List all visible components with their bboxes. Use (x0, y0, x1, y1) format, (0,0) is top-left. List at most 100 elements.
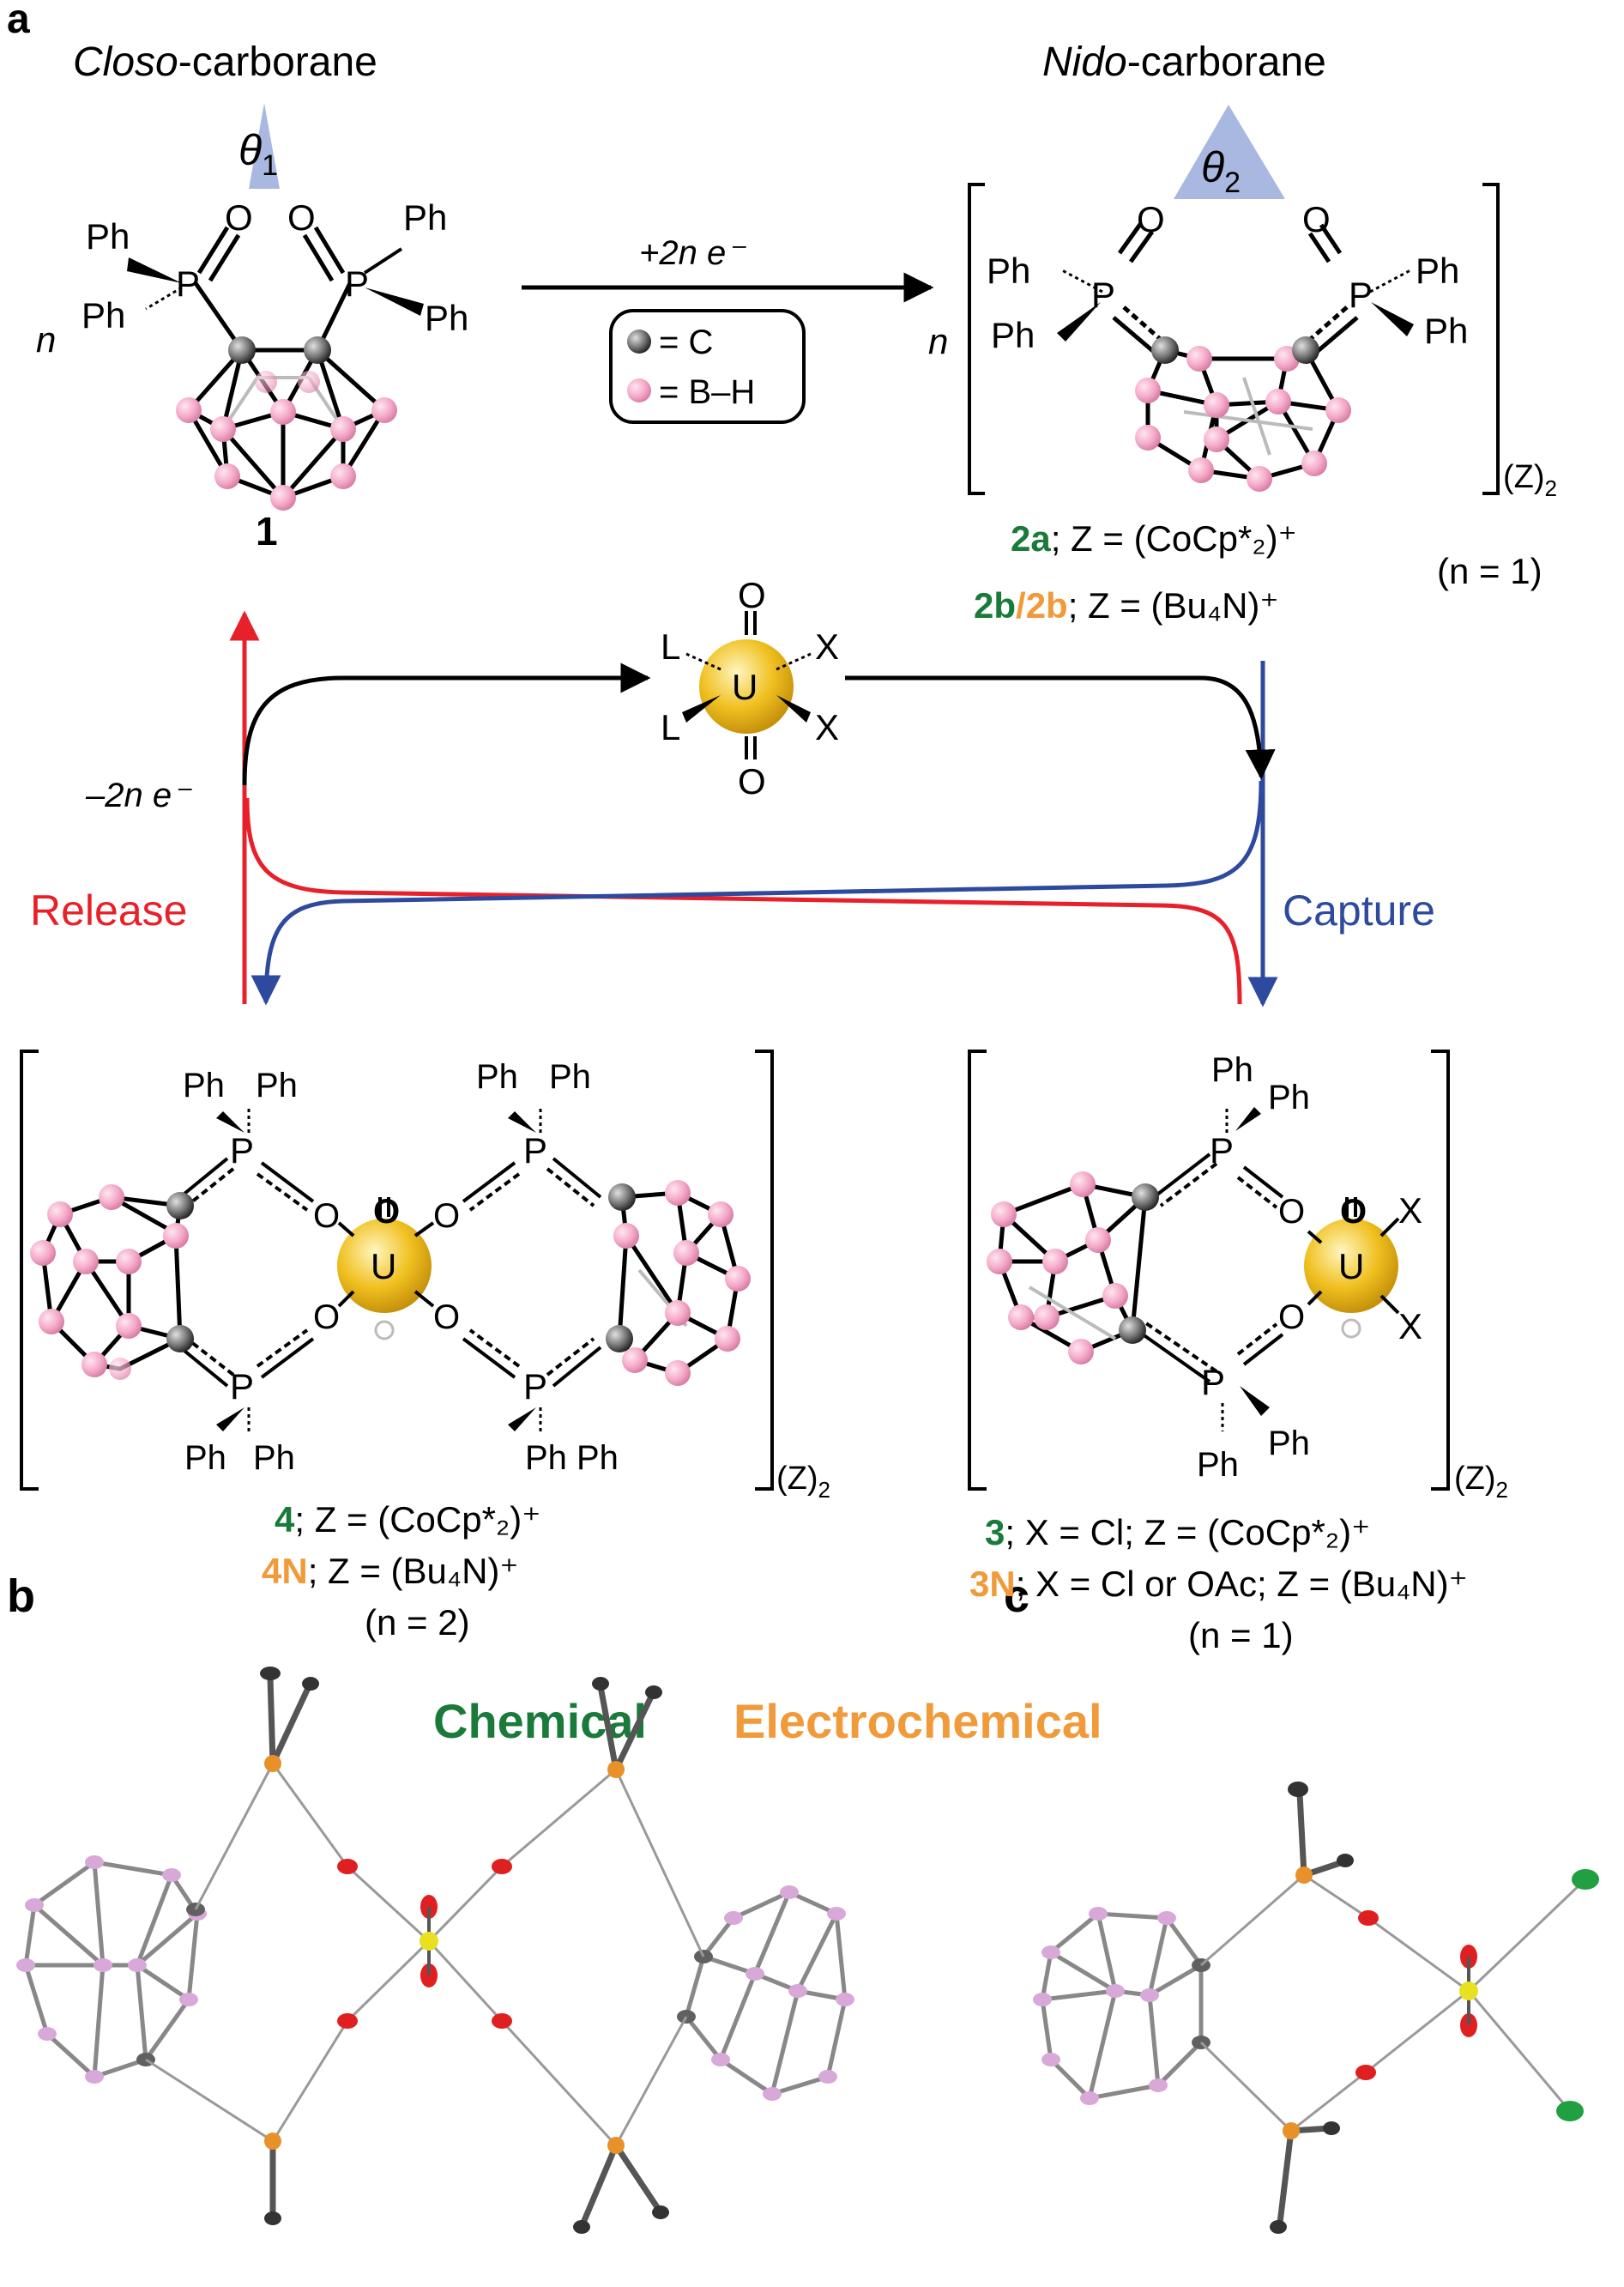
nido-ph-2: Ph (991, 315, 1035, 355)
nido-caption-n: (n = 1) (1437, 551, 1542, 591)
theta1-symbol: θ1 (238, 126, 278, 182)
legend-chemical: Chemical (433, 1694, 647, 1748)
complex4-p-4: P (523, 1366, 547, 1407)
complex4-ph-1: Ph (183, 1067, 225, 1104)
complex4-o-1: O (313, 1197, 340, 1235)
uranyl-o-bottom: O (738, 761, 766, 802)
nido-right-bracket (1482, 183, 1500, 495)
theta2-angle-marker (1174, 105, 1285, 199)
uranyl-to-capture-arrow (845, 675, 1276, 780)
nido-z2: (Z)2 (1503, 459, 1557, 501)
theta2-symbol: θ2 (1201, 143, 1241, 199)
complex4-o-4: O (433, 1298, 460, 1336)
complex4-ph-7: Ph (525, 1439, 567, 1477)
complex3-x-2: X (1398, 1306, 1422, 1346)
complex4-left-boron-atoms (30, 1184, 189, 1380)
complex4-p-1: P (230, 1130, 254, 1171)
complex4-right-carbon-2 (606, 1325, 633, 1352)
complex3-ph-4: Ph (1197, 1446, 1239, 1484)
legend-electrochemical: Electrochemical (734, 1694, 1102, 1748)
panel-b-crystal-structure (16, 1667, 854, 2234)
nido-o-2: O (1302, 199, 1331, 239)
nido-carbon-atom-2 (1292, 336, 1319, 364)
legend-boron-text: = B–H (659, 373, 755, 411)
nido-p-1: P (1091, 275, 1115, 315)
complex-3-structure: (Z)2 O U X X O O P P Ph Ph Ph (968, 1050, 1508, 1655)
nido-carbon-atom-1 (1151, 336, 1179, 364)
nido-ph-3: Ph (1416, 251, 1459, 291)
complex4-ph-6: Ph (253, 1439, 295, 1477)
closo-p-2: P (345, 263, 369, 304)
nido-o-1: O (1137, 199, 1165, 239)
nido-p-2: P (1349, 275, 1373, 315)
uranyl-x-top: X (815, 626, 839, 667)
complex3-caption-n: (n = 1) (1188, 1615, 1294, 1655)
panel-c-crystal-structure (1033, 1782, 1599, 2234)
complex4-ph-2: Ph (256, 1067, 298, 1104)
legend-carbon-swatch (627, 330, 651, 354)
complex4-right-boron-atoms (613, 1180, 751, 1386)
closo-o-1: O (225, 197, 253, 238)
closo-o-2: O (287, 197, 316, 238)
complex4-right-carbon-1 (608, 1183, 636, 1211)
complex4-left-bracket (20, 1050, 39, 1491)
closo-title: Closo-carborane (73, 39, 377, 85)
uranium-atom (699, 639, 794, 734)
closo-carbon-atom-1 (228, 336, 256, 364)
reduction-step: +2n e⁻ = C = B–H (522, 234, 934, 424)
complex3-uranyl-o: O (1340, 1193, 1367, 1231)
nido-caption-2a: 2a; Z = (CoCp*₂)⁺ (1011, 518, 1297, 559)
complex4-caption-line2: 4N; Z = (Bu₄N)⁺ (262, 1551, 519, 1591)
panel-label-a: a (7, 0, 30, 42)
complex3-ph-1: Ph (1211, 1051, 1253, 1089)
uranyl-l-bottom: L (661, 707, 680, 747)
complex4-o-2: O (433, 1197, 460, 1235)
panel-label-b: b (7, 1570, 35, 1622)
complex4-left-carbon-1 (166, 1192, 194, 1219)
complex4-ph-8: Ph (577, 1439, 619, 1477)
complex4-p-2: P (230, 1366, 254, 1407)
complex3-p-2: P (1201, 1362, 1225, 1402)
complex4-uranium-atom (337, 1219, 432, 1313)
complex3-u: U (1338, 1246, 1364, 1286)
closo-ph-3: Ph (403, 197, 447, 238)
complex4-left-carbon-2 (166, 1325, 194, 1352)
cycle-arrows: –2n e⁻ Release Capture (30, 610, 1435, 1007)
nido-n: n (928, 321, 948, 361)
nido-title: Nido-carborane (1042, 39, 1326, 85)
complex3-carbon-2 (1119, 1316, 1146, 1344)
complex3-o-2: O (1278, 1298, 1305, 1336)
complex3-z2: (Z)2 (1454, 1461, 1508, 1503)
complex3-o-1: O (1278, 1193, 1305, 1231)
complex3-p-1: P (1210, 1130, 1234, 1171)
closo-ph-1: Ph (86, 216, 130, 257)
complex4-ph-4: Ph (549, 1058, 591, 1096)
oxidation-label: –2n e⁻ (85, 777, 192, 814)
complex-4-structure: (Z)2 O U O O O O (20, 1050, 830, 1643)
complex4-ph-5: Ph (184, 1439, 226, 1477)
complex3-boron-atoms (987, 1171, 1128, 1364)
complex4-right-bracket (755, 1050, 774, 1491)
nido-left-bracket (968, 183, 985, 495)
complex4-p-3: P (523, 1130, 547, 1171)
closo-carborane-structure: Closo-carborane θ1 (36, 39, 468, 554)
nido-caption-2b: 2b/2b; Z = (Bu₄N)⁺ (974, 585, 1279, 626)
complex4-ph-3: Ph (476, 1058, 518, 1096)
complex3-ph-3: Ph (1268, 1425, 1310, 1462)
complex3-right-bracket (1431, 1050, 1450, 1491)
closo-n: n (36, 319, 56, 360)
closo-boron-atoms (176, 371, 397, 511)
nido-ph-4: Ph (1424, 311, 1468, 351)
closo-p-1: P (176, 263, 200, 304)
theta1-angle-marker (249, 103, 280, 189)
complex4-caption-line1: 4; Z = (CoCp*₂)⁺ (275, 1499, 540, 1540)
complex3-left-bracket (968, 1050, 987, 1491)
panel-label-c: c (1004, 1570, 1029, 1622)
complex4-uranyl-o: O (373, 1193, 400, 1231)
reduction-label: +2n e⁻ (639, 234, 746, 272)
release-label: Release (30, 886, 187, 935)
complex3-ph-2: Ph (1268, 1079, 1310, 1116)
complex3-carbon-1 (1132, 1183, 1159, 1211)
capture-label: Capture (1283, 886, 1435, 935)
legend-boron-swatch (627, 378, 651, 402)
